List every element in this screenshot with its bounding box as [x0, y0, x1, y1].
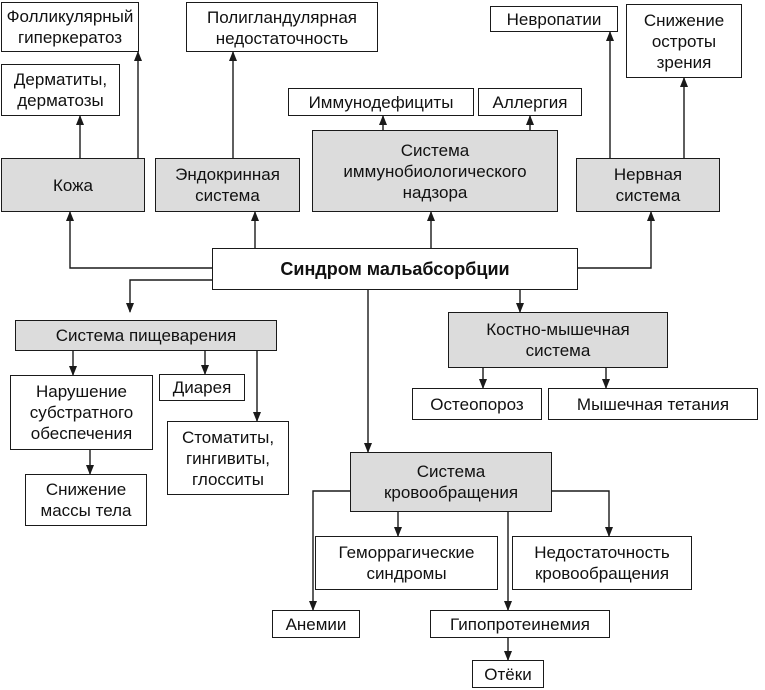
- node-circulatory-failure: Недостаточность кровообращения: [512, 536, 692, 590]
- node-immunodeficiency: Иммунодефициты: [288, 88, 474, 116]
- node-digestive-system: Система пищеварения: [15, 320, 277, 351]
- arrow-center-digestive: [126, 279, 212, 313]
- node-hemorrhagic-syndromes: Геморрагические синдромы: [315, 536, 498, 590]
- arrow-circ-anemia: [309, 490, 350, 611]
- node-polyglandular-insufficiency: Полигландулярная недостаточность: [186, 2, 378, 52]
- node-dermatitis: Дерматиты, дерматозы: [1, 64, 120, 116]
- node-allergy: Аллергия: [478, 88, 582, 116]
- arrow-circ-failure: [552, 490, 613, 537]
- node-follicular-hyperkeratosis: Фолликулярный гиперкератоз: [1, 2, 139, 52]
- node-stomatitis: Стоматиты, гингивиты, глосситы: [167, 421, 289, 495]
- node-muscle-tetany: Мышечная тетания: [548, 388, 758, 420]
- node-endocrine-system: Эндокринная система: [155, 158, 300, 212]
- node-anemia: Анемии: [272, 610, 360, 638]
- node-skin: Кожа: [1, 158, 145, 212]
- node-substrate-disorder: Нарушение субстратного обеспечения: [10, 375, 153, 450]
- node-diarrhea: Диарея: [159, 374, 245, 401]
- arrow-center-nervous: [578, 211, 655, 269]
- node-malabsorption-syndrome: Синдром мальабсорбции: [212, 248, 578, 290]
- node-edema: Отёки: [472, 660, 544, 688]
- node-vision-reduction: Снижение остроты зрения: [626, 4, 742, 78]
- node-neuropathy: Невропатии: [490, 6, 618, 32]
- node-circulatory-system: Система кровообращения: [350, 452, 552, 512]
- node-immune-surveillance: Система иммунобиологического надзора: [312, 130, 558, 212]
- node-weight-loss: Снижение массы тела: [25, 474, 147, 526]
- node-osteoporosis: Остеопороз: [412, 388, 542, 420]
- node-musculoskeletal-system: Костно-мышечная система: [448, 312, 668, 368]
- arrow-center-skin: [66, 211, 212, 269]
- node-nervous-system: Нервная система: [576, 158, 720, 212]
- node-hypoproteinemia: Гипопротеинемия: [430, 610, 610, 638]
